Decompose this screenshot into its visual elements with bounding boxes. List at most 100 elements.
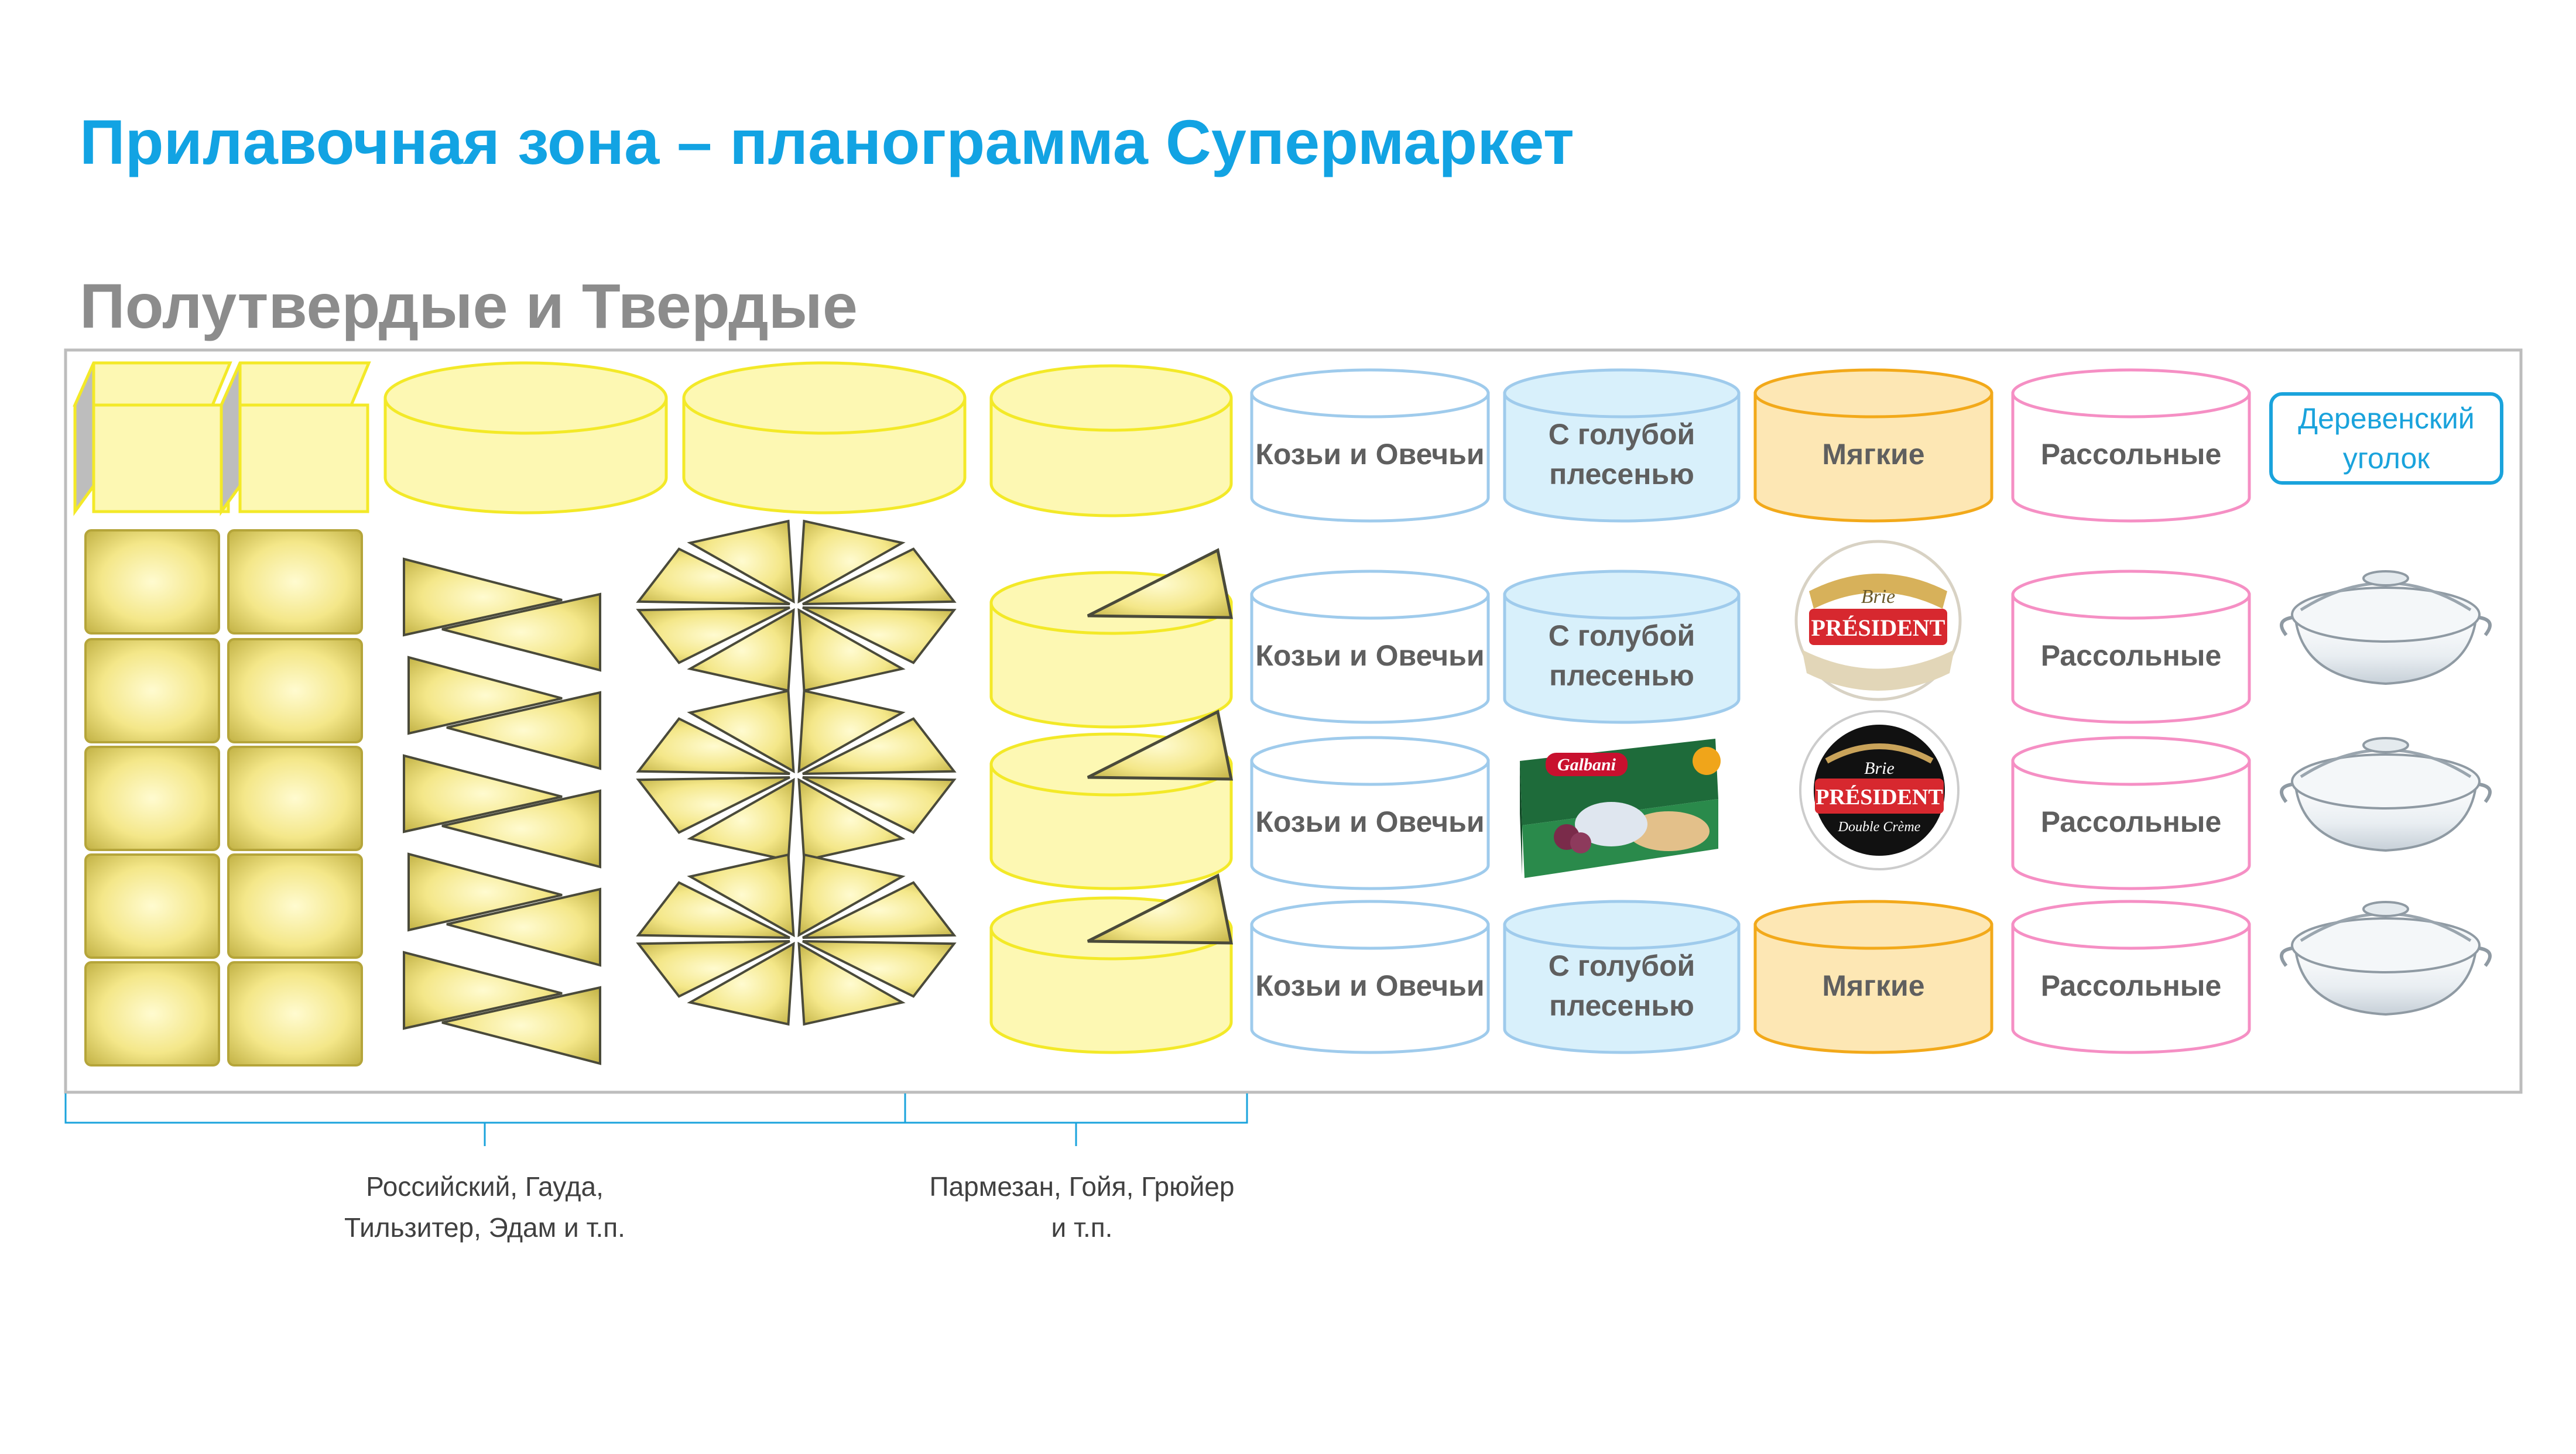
goat-sheep-cylinder: Козьи и Овечьи bbox=[1250, 736, 1490, 890]
cheese-wedge bbox=[802, 606, 957, 664]
cheese-wedge bbox=[636, 940, 790, 998]
cylinder-label: Козьи и Овечьи bbox=[1255, 969, 1484, 1002]
cylinder-label: Мягкие bbox=[1822, 438, 1924, 471]
cut-wedge bbox=[1087, 709, 1234, 781]
cheese-wedge bbox=[802, 881, 957, 939]
cheese-wedge bbox=[687, 941, 795, 1026]
cheese-wedge bbox=[802, 940, 957, 998]
cheese-wedge bbox=[802, 717, 957, 775]
cylinder-label: Козьи и Овечьи bbox=[1255, 805, 1484, 838]
cheese-wheel bbox=[989, 364, 1233, 517]
cheese-wheel bbox=[383, 361, 668, 515]
cheese-tile bbox=[227, 746, 363, 851]
note-line: Пармезан, Гойя, Грюйер bbox=[929, 1171, 1235, 1202]
note-line: Тильзитер, Эдам и т.п. bbox=[344, 1212, 625, 1243]
cheese-wedge bbox=[636, 547, 790, 605]
cut-wedge bbox=[1087, 873, 1234, 945]
hard-cheese-wheels bbox=[989, 548, 1234, 1054]
soft-cylinder: Мягкие bbox=[1753, 368, 1993, 523]
cheese-wedge bbox=[441, 592, 601, 672]
cut-wedge bbox=[1087, 548, 1234, 619]
galbani-gorgonzola-package: Galbani bbox=[1520, 739, 1721, 878]
cheese-tile bbox=[84, 961, 220, 1067]
glass-casserole-icon bbox=[2280, 570, 2492, 685]
cylinder-label: плесенью bbox=[1549, 989, 1694, 1022]
cheese-wedge bbox=[446, 691, 601, 770]
cylinder-label: Козьи и Овечьи bbox=[1255, 639, 1484, 672]
goat-sheep-cylinder: Козьи и Овечьи bbox=[1250, 570, 1490, 724]
note-line: и т.п. bbox=[1051, 1212, 1113, 1243]
cheese-wheel bbox=[682, 361, 967, 515]
galbani-text: Galbani bbox=[1557, 755, 1616, 774]
cylinder-label: Рассольные bbox=[2041, 805, 2222, 838]
president-double-creme-logo: Brie PRÉSIDENT Double Crème bbox=[1799, 710, 1960, 870]
cheese-wedge bbox=[802, 776, 957, 834]
cheese-wedge bbox=[687, 777, 795, 862]
section-subtitle: Полутвердые и Твердые bbox=[80, 270, 858, 341]
cylinder-label: Мягкие bbox=[1822, 969, 1924, 1002]
blue-mold-cylinder: С голубой плесенью bbox=[1503, 570, 1741, 724]
cylinder-label: Рассольные bbox=[2041, 639, 2222, 672]
hard-note: Пармезан, Гойя, Грюйер и т.п. bbox=[895, 1166, 1269, 1248]
cheese-cube bbox=[73, 361, 232, 516]
cheese-wedge bbox=[687, 519, 795, 604]
cheese-wedge bbox=[407, 656, 563, 735]
cheese-tile bbox=[227, 961, 363, 1067]
cheese-wedge bbox=[802, 547, 957, 605]
glass-casserole-icon bbox=[2280, 901, 2492, 1016]
president-text: PRÉSIDENT bbox=[1811, 615, 1945, 641]
cheese-tile bbox=[227, 853, 363, 959]
cheese-wedge bbox=[687, 608, 795, 692]
cheese-wedge bbox=[403, 754, 563, 834]
president-brie-logo: Brie PRÉSIDENT bbox=[1794, 540, 1962, 701]
cheese-wedge bbox=[797, 777, 906, 862]
goat-sheep-cylinder: Козьи и Овечьи bbox=[1250, 900, 1490, 1054]
cheese-wedge bbox=[797, 941, 906, 1026]
cheese-wedge bbox=[403, 557, 563, 637]
soft-cylinder: Мягкие bbox=[1753, 900, 1993, 1054]
cheese-cube bbox=[219, 361, 371, 516]
cylinder-label: плесенью bbox=[1549, 458, 1694, 491]
cheese-wedge bbox=[687, 689, 795, 774]
cheese-wedge bbox=[797, 689, 906, 774]
page-title: Прилавочная зона – планограмма Супермарк… bbox=[80, 107, 1574, 177]
cylinder-label: плесенью bbox=[1549, 659, 1694, 692]
hard-cheese-wheel bbox=[989, 548, 1234, 729]
cheese-tile bbox=[84, 746, 220, 851]
cheese-wedge bbox=[403, 951, 563, 1030]
blue-mold-cylinder: С голубой плесенью bbox=[1503, 368, 1741, 523]
cheese-wedge bbox=[687, 853, 795, 938]
cylinder-label: Рассольные bbox=[2041, 969, 2222, 1002]
brie-text: Brie bbox=[1861, 586, 1896, 608]
cylinder-label: С голубой bbox=[1549, 619, 1695, 652]
village-corner-label: Деревенский уголок bbox=[2298, 402, 2475, 475]
cheese-tile bbox=[227, 529, 363, 635]
cheese-wedge bbox=[441, 789, 601, 869]
brie-text: Brie bbox=[1864, 759, 1895, 778]
cheese-wedge bbox=[446, 887, 601, 967]
cylinder-label: Рассольные bbox=[2041, 438, 2222, 471]
cheese-wedge bbox=[636, 776, 790, 834]
brine-cylinder: Рассольные bbox=[2011, 570, 2251, 724]
cylinder-label: Козьи и Овечьи bbox=[1255, 438, 1484, 471]
cheese-wedge-stack bbox=[403, 557, 601, 1065]
cheese-wedge bbox=[407, 852, 563, 932]
village-corner-box: Деревенский уголок bbox=[2269, 392, 2503, 485]
hard-cheese-wheel bbox=[989, 873, 1234, 1054]
cheese-tile-grid bbox=[84, 529, 363, 1067]
hard-cheese-wheel bbox=[989, 709, 1234, 890]
president-text: PRÉSIDENT bbox=[1815, 785, 1943, 810]
cylinder-label: С голубой bbox=[1549, 949, 1695, 982]
glass-casserole-icon bbox=[2280, 737, 2492, 852]
glass-casseroles bbox=[2280, 570, 2492, 1016]
cylinder-label: С голубой bbox=[1549, 418, 1695, 451]
cheese-tile bbox=[84, 638, 220, 743]
cheese-wedge bbox=[636, 881, 790, 939]
cheese-tile bbox=[227, 638, 363, 743]
double-creme-text: Double Crème bbox=[1838, 819, 1921, 835]
brace-semi-hard bbox=[64, 1093, 906, 1146]
note-line: Российский, Гауда, bbox=[366, 1171, 604, 1202]
brine-cylinder: Рассольные bbox=[2011, 368, 2251, 523]
